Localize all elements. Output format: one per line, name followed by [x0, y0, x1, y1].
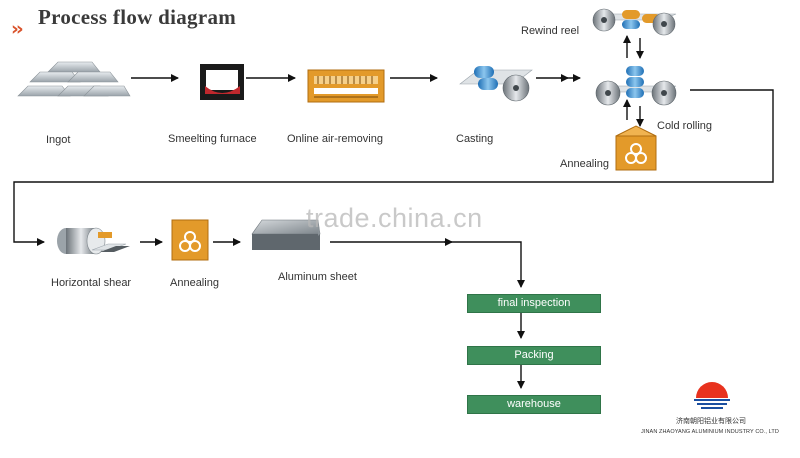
label-casting: Casting — [456, 133, 494, 145]
box-packing: Packing — [467, 346, 601, 365]
label-cold-rolling: Cold rolling — [657, 120, 713, 132]
cold-rolling-icon — [595, 66, 677, 106]
box-final-inspection: final inspection — [467, 294, 601, 313]
company-name-en: JINAN ZHAOYANG ALUMINIUM INDUSTRY CO., L… — [641, 429, 779, 435]
chevron-icon: ›› — [11, 18, 24, 40]
aluminum-sheet-icon — [251, 219, 321, 250]
company-logo — [694, 382, 730, 409]
box-warehouse: warehouse — [467, 395, 601, 414]
label-rewind-reel: Rewind reel — [521, 25, 580, 37]
label-annealing-2: Annealing — [170, 277, 219, 289]
label-aluminum-sheet: Aluminum sheet — [278, 271, 357, 283]
watermark: trade.china.cn — [306, 203, 483, 233]
label-ingot: Ingot — [46, 134, 71, 146]
casting-icon — [459, 66, 533, 102]
rewind-reel-icon — [592, 8, 677, 36]
label-air-removing: Online air-removing — [287, 133, 383, 145]
ingot-icon — [17, 61, 131, 97]
connectors — [13, 35, 774, 389]
annealing-furnace-icon-1 — [615, 125, 657, 171]
annealing-furnace-icon-2 — [171, 219, 209, 261]
company-name-cn: 济南朝阳铝业有限公司 — [676, 418, 746, 425]
label-annealing-1: Annealing — [560, 158, 609, 170]
smelting-furnace-icon — [200, 64, 244, 100]
page-title: Process flow diagram — [38, 5, 237, 29]
label-horizontal-shear: Horizontal shear — [51, 277, 132, 289]
horizontal-shear-icon — [57, 227, 130, 255]
air-removing-icon — [307, 69, 385, 103]
label-smelting-furnace: Smeelting furnace — [168, 133, 257, 145]
